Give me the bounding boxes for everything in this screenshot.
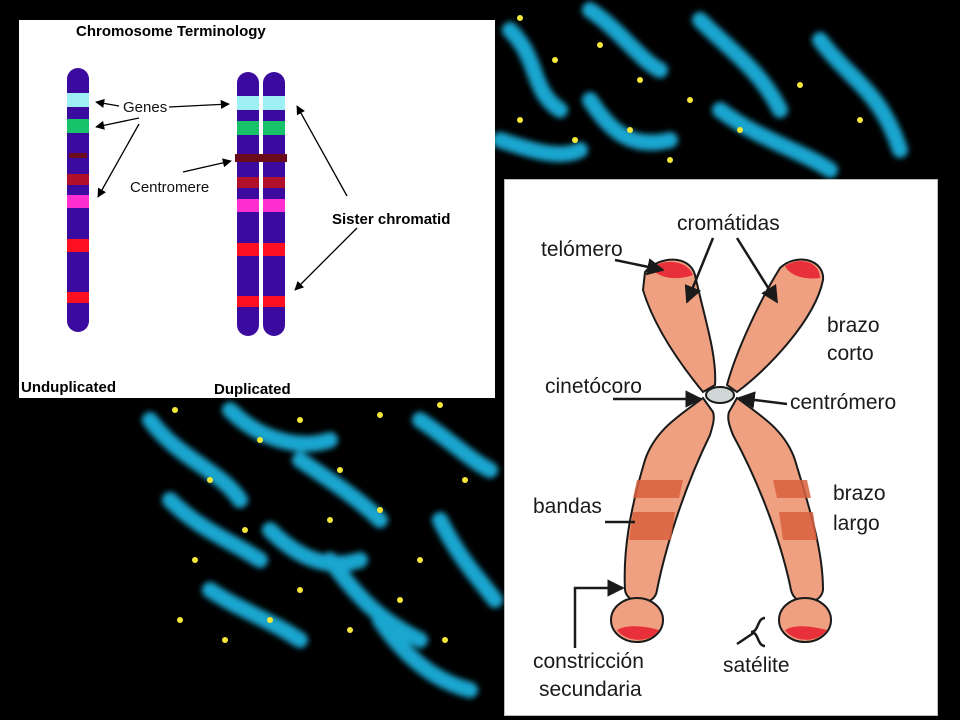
fluorescent-dot [437,402,443,408]
fluorescent-dot [572,137,578,143]
genes-label: Genes [123,99,167,116]
fluorescent-dot [337,467,343,473]
fluorescent-dot [687,97,693,103]
fluorescent-dot [627,127,633,133]
fluorescent-dot [207,477,213,483]
fluorescent-dot [797,82,803,88]
fluorescent-dot [517,117,523,123]
telomero-label: telómero [541,238,623,261]
cromatidas-label: cromátidas [677,212,780,235]
bands [629,480,817,540]
satelite-label: satélite [723,654,790,677]
chromosome-anatomy-panel: cromátidas telómero brazo corto cinetóco… [505,180,937,715]
terminology-diagram: Chromosome Terminology Ge [21,23,450,398]
fluorescent-dot [257,437,263,443]
brazo-largo-label-line2: largo [833,512,880,535]
centromero-label: centrómero [790,391,896,414]
fluorescent-dot [462,477,468,483]
fluorescent-dot [637,77,643,83]
chromosome-body [610,258,832,643]
unduplicated-chromosome [67,68,89,332]
sister-chromatid-label: Sister chromatid [332,211,450,228]
brazo-corto-label-line2: corto [827,342,874,365]
fluorescent-dot [222,637,228,643]
fluorescent-dot [192,557,198,563]
fluorescent-dot [442,637,448,643]
unduplicated-label: Unduplicated [21,379,116,396]
constriccion-label-line2: secundaria [539,678,642,701]
bandas-label: bandas [533,495,602,518]
anatomy-pointers [573,237,788,648]
fluorescent-dot [297,587,303,593]
centromere-label: Centromere [130,179,209,196]
fluorescent-dot [377,507,383,513]
fluorescent-dot [242,527,248,533]
pointer-arrows [95,98,358,291]
fluorescent-dot [172,407,178,413]
fluorescent-dot [517,15,523,21]
fluorescent-dot [267,617,273,623]
telomere-left-bottom [617,626,659,640]
fluorescent-dot [597,42,603,48]
fluorescent-dot [397,597,403,603]
constriccion-label-line1: constricción [533,650,644,673]
fluorescent-dot [552,57,558,63]
brazo-largo-label-line1: brazo [833,482,886,505]
centromere-shape [705,386,735,404]
fluorescent-dot [327,517,333,523]
fluorescent-dot [347,627,353,633]
brazo-corto-label-line1: brazo [827,314,880,337]
fluorescent-dot [667,157,673,163]
fluorescent-dot [377,412,383,418]
panel-title: Chromosome Terminology [76,23,266,40]
cinetocoro-label: cinetócoro [545,375,642,398]
fluorescent-dot [417,557,423,563]
fluorescent-dot [857,117,863,123]
fluorescent-dot [297,417,303,423]
fluorescent-chromosomes [142,2,908,698]
telomere-right-bottom [785,626,827,640]
fluorescent-dots [172,15,863,643]
fluorescent-dot [737,127,743,133]
fluorescent-dot [177,617,183,623]
duplicated-chromosome [235,72,287,336]
duplicated-label: Duplicated [214,381,291,398]
anatomy-diagram: cromátidas telómero brazo corto cinetóco… [533,212,896,701]
chromosome-terminology-panel: Chromosome Terminology Ge [19,20,495,398]
telomere-right-top [785,261,820,279]
